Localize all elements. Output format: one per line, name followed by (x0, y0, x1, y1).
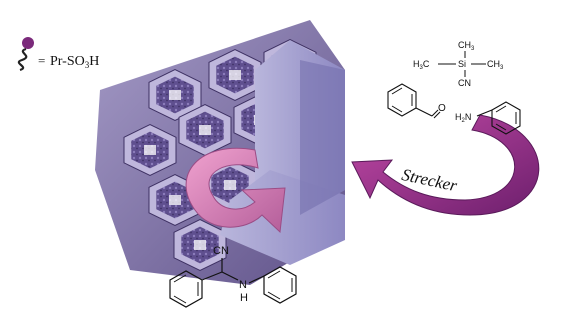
benzaldehyde-structure: O (387, 83, 446, 119)
legend-equals: = (38, 53, 45, 68)
benzaldehyde-oxygen: O (438, 103, 446, 114)
tmscn-cn: CN (458, 78, 471, 88)
product-nh-h: H (240, 292, 248, 304)
pore-active-site (194, 240, 206, 250)
tmscn-right-methyl: CH3 (487, 59, 504, 71)
pore-active-site (169, 90, 181, 100)
product-bond-ch (201, 271, 223, 281)
legend: = Pr-SO3H (17, 37, 99, 72)
product-nh-n: N (239, 279, 247, 291)
recycle-arrow (185, 147, 286, 234)
tmscn-left-methyl: H3C (413, 59, 430, 71)
functional-group-chain-icon (17, 47, 28, 72)
tmscn-si: Si (458, 59, 466, 69)
prism-shade (300, 60, 345, 215)
product-phenyl-ring (169, 270, 203, 308)
functional-group-bead-icon (22, 37, 34, 49)
pore-active-site (199, 125, 211, 135)
aniline-ring (491, 101, 521, 135)
tmscn-structure: CH3 H3C Si CH3 CN (413, 40, 504, 88)
strecker-arrow (351, 114, 540, 216)
product-structure: CN N H (169, 245, 297, 308)
aniline-structure: H2N (455, 101, 521, 135)
pore-active-site (224, 180, 236, 190)
pore-active-site (144, 145, 156, 155)
legend-group-label: Pr-SO3H (50, 54, 99, 70)
pore-active-site (229, 70, 241, 80)
product-nitrile: CN (213, 245, 229, 257)
benzaldehyde-bond (415, 107, 433, 117)
honeycomb-material (95, 20, 345, 285)
tmscn-top-methyl: CH3 (458, 40, 475, 52)
pore-active-site (169, 195, 181, 205)
product-aniline-ring (263, 266, 297, 304)
aniline-amine: H2N (455, 112, 471, 124)
